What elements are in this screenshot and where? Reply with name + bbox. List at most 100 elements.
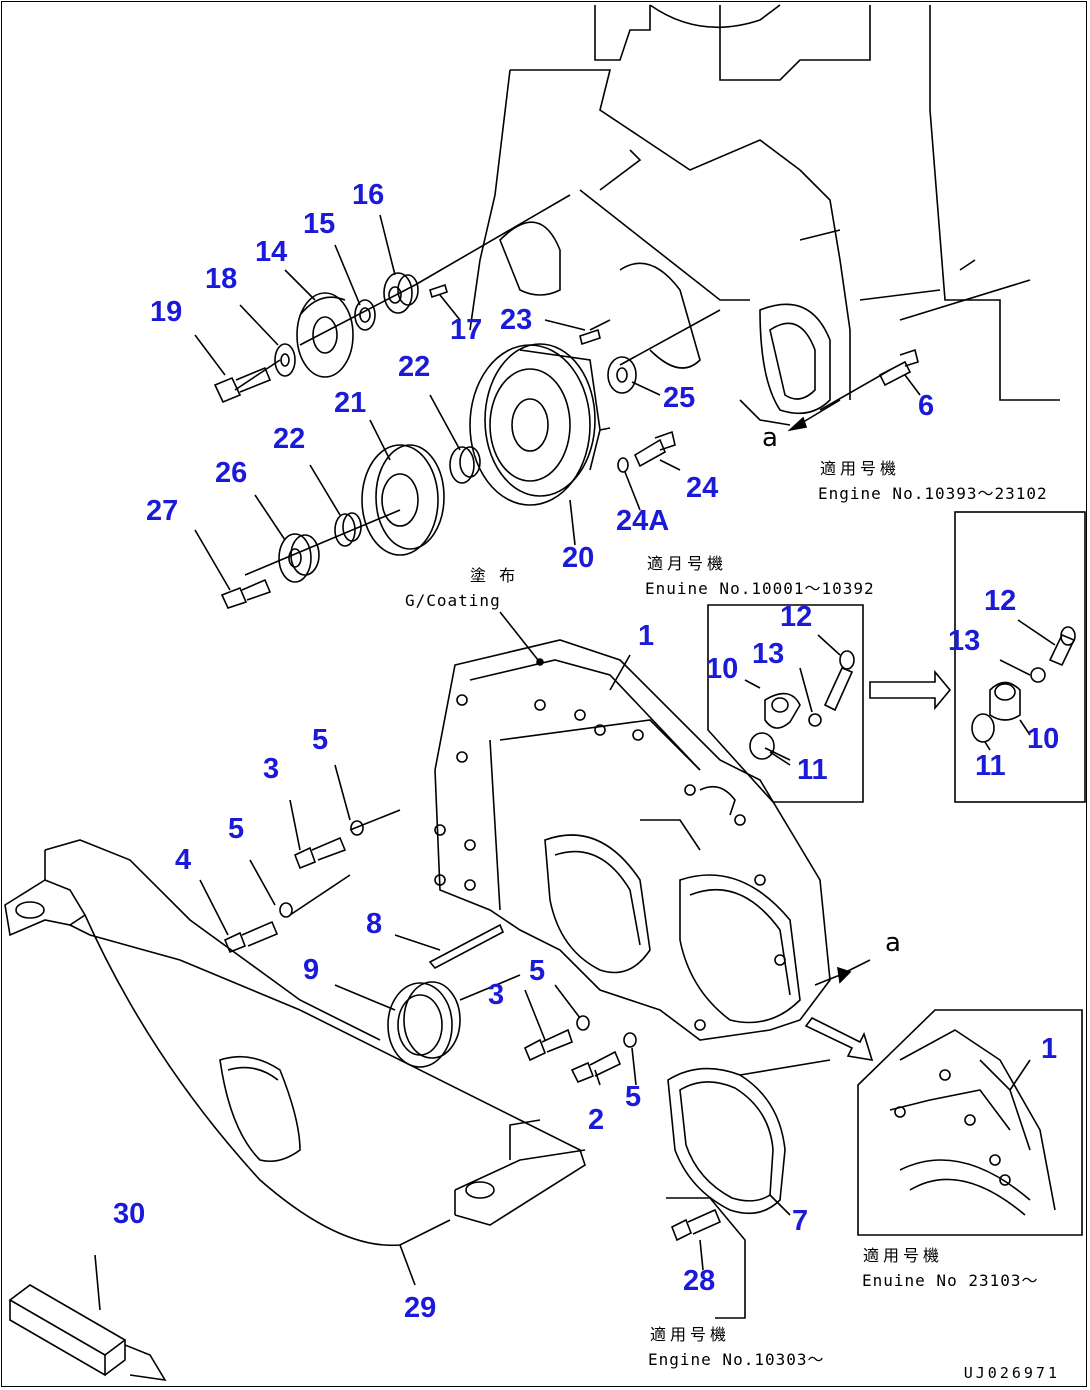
ref-arrow-a-top: [787, 399, 841, 432]
callout-14: 14: [255, 236, 288, 268]
inset-box-old: [707, 604, 864, 803]
callout-3a: 3: [263, 753, 280, 785]
callout-16: 16: [352, 179, 385, 211]
bolt-28: [666, 1197, 746, 1319]
callout-1b: 1: [1041, 1033, 1058, 1065]
callout-13b: 13: [948, 625, 981, 657]
callout-6: 6: [918, 390, 935, 422]
bolt-27: [220, 578, 272, 609]
washer-5d: [623, 1032, 637, 1048]
bolt-6: [878, 348, 919, 387]
washer-5c: [576, 1015, 590, 1031]
callout-4: 4: [175, 844, 192, 876]
callout-8: 8: [366, 908, 383, 940]
coating-en: G/Coating: [405, 591, 501, 610]
gear-20: [469, 343, 611, 506]
callout-5d: 5: [625, 1081, 642, 1113]
shaft-16: [383, 272, 419, 314]
engine-range-4: Engine No.10303～: [648, 1350, 825, 1369]
drawing-code: UJ026971: [963, 1364, 1060, 1382]
callout-18: 18: [205, 263, 238, 295]
callout-20: 20: [562, 542, 595, 574]
callout-1: 1: [638, 620, 655, 652]
gear-21: [361, 444, 445, 556]
coating-leader: [499, 611, 539, 661]
callout-19: 19: [150, 296, 183, 328]
bushing-22a: [449, 446, 481, 484]
callout-24A: 24A: [616, 505, 670, 537]
bearing-15: [354, 299, 376, 331]
callout-11b: 11: [975, 750, 1006, 782]
washer-26: [278, 533, 320, 583]
applicability-jp-2: 適月号機: [647, 554, 728, 573]
bolt-4: [223, 920, 279, 954]
engine-block-outline: [469, 4, 1060, 426]
bolt-2: [570, 1050, 622, 1084]
bracket-29: [4, 839, 586, 1286]
washer-5a: [350, 820, 364, 836]
inset-box-new: [954, 511, 1086, 803]
callout-12b: 12: [984, 585, 1017, 617]
callout-11a: 11: [797, 754, 828, 786]
callout-28: 28: [683, 1265, 716, 1297]
arrow-right-inset: [869, 669, 952, 711]
callout-9: 9: [303, 954, 320, 986]
engine-range-2: Enuine No.10001～10392: [645, 579, 875, 598]
inset-box-23103: [857, 1009, 1083, 1236]
callout-3b: 3: [488, 979, 505, 1011]
gasket-7: [667, 1059, 831, 1216]
callout-10b: 10: [1027, 723, 1060, 755]
applicability-jp-1: 適用号機: [820, 459, 901, 478]
engine-range-3: Enuine No 23103～: [862, 1271, 1039, 1290]
pin-8: [428, 923, 505, 970]
callout-2: 2: [588, 1104, 605, 1136]
callout-10a: 10: [706, 653, 739, 685]
bushing-22b: [334, 512, 362, 547]
callout-23: 23: [500, 304, 533, 336]
callout-13a: 13: [752, 638, 785, 670]
washer-5b: [279, 902, 293, 918]
callout-30: 30: [113, 1198, 146, 1230]
callout-27: 27: [146, 495, 179, 527]
bolt-19: [213, 366, 272, 404]
leaders-cover: [199, 654, 871, 1086]
engine-range-1: Engine No.10393～23102: [818, 484, 1048, 503]
arrow-down-inset: [804, 1016, 874, 1062]
washer-25: [607, 356, 637, 394]
callout-7: 7: [792, 1205, 809, 1237]
ref-arrow-a-cover: [814, 966, 852, 986]
callout-25: 25: [663, 382, 696, 414]
pin-17: [429, 283, 448, 299]
inset-old-parts: [744, 634, 855, 766]
inset-23103-parts: [889, 1029, 1056, 1216]
callout-24: 24: [686, 472, 719, 504]
callout-15: 15: [303, 208, 336, 240]
assembly-lines-top: [234, 194, 891, 576]
callout-5c: 5: [529, 955, 546, 987]
bolt-24: [633, 430, 676, 468]
washer-24A: [617, 457, 629, 473]
callout-22b: 22: [273, 423, 306, 455]
timing-cover-1: [434, 639, 831, 1041]
callout-21: 21: [334, 387, 367, 419]
callout-5b: 5: [228, 813, 245, 845]
bolt-3b: [523, 1028, 573, 1062]
callout-22a: 22: [398, 351, 431, 383]
applicability-jp-4: 適用号機: [650, 1325, 731, 1344]
coating-jp: 塗 布: [470, 566, 520, 585]
callout-17: 17: [450, 314, 483, 346]
washer-18: [274, 343, 296, 377]
seal-9: [387, 981, 461, 1068]
callout-29: 29: [404, 1292, 437, 1324]
bolt-3a: [293, 836, 347, 870]
callout-5a: 5: [312, 724, 329, 756]
inset-new-parts: [971, 619, 1076, 751]
leaders-top: [194, 214, 921, 591]
callout-26: 26: [215, 457, 248, 489]
applicability-jp-3: 適用号機: [863, 1246, 944, 1265]
ref-letter-a-top: a: [762, 423, 778, 453]
ref-letter-a-cover: a: [885, 928, 901, 958]
